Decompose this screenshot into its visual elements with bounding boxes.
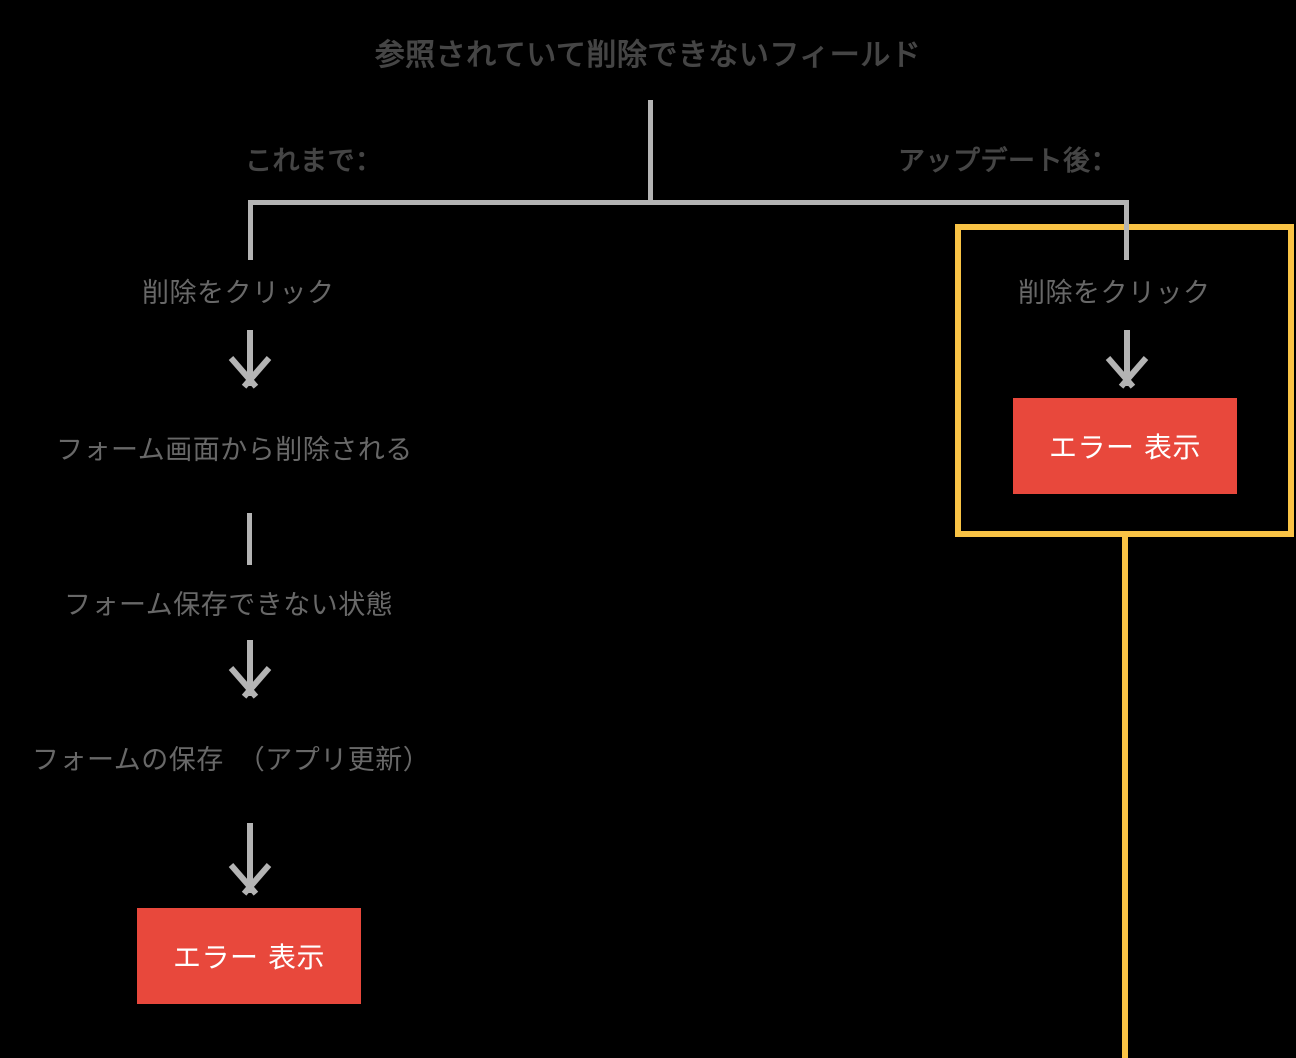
before-arrow-2: [222, 640, 278, 698]
before-step-3-label: フォーム保存できない状態: [64, 590, 394, 621]
arrow-shaft: [247, 823, 253, 893]
before-arrow-3: [222, 823, 278, 895]
arrow-head-down-icon: [222, 865, 278, 895]
arrow-head-down-icon: [222, 668, 278, 698]
diagram-title: 参照されていて削除できないフィールド: [374, 38, 922, 73]
before-arrow-1: [222, 330, 278, 388]
after-branch-tail-line: [1122, 531, 1128, 1058]
before-step-2-label: フォーム画面から削除される: [56, 435, 413, 466]
before-error-box: エラー 表示: [137, 908, 361, 1004]
after-arrow-1: [1099, 330, 1155, 388]
arrow-head-down-icon: [222, 358, 278, 388]
before-step-4-label: フォームの保存 （アプリ更新）: [32, 745, 431, 776]
column-label-after: アップデート後：: [898, 146, 1118, 177]
root-stem-line: [648, 100, 653, 203]
before-step-1-label: 削除をクリック: [142, 278, 335, 309]
before-error-label: エラー 表示: [173, 941, 325, 974]
after-step-1-label: 削除をクリック: [1018, 278, 1211, 309]
branch-split-line: [248, 200, 1129, 205]
after-branch-drop-line: [1124, 200, 1129, 260]
before-connector-line-2: [247, 513, 252, 565]
after-error-box: エラー 表示: [1013, 398, 1237, 494]
after-error-label: エラー 表示: [1049, 431, 1201, 464]
column-label-before: これまで：: [245, 146, 383, 177]
arrow-head-down-icon: [1099, 358, 1155, 388]
before-branch-drop-line: [248, 200, 253, 260]
